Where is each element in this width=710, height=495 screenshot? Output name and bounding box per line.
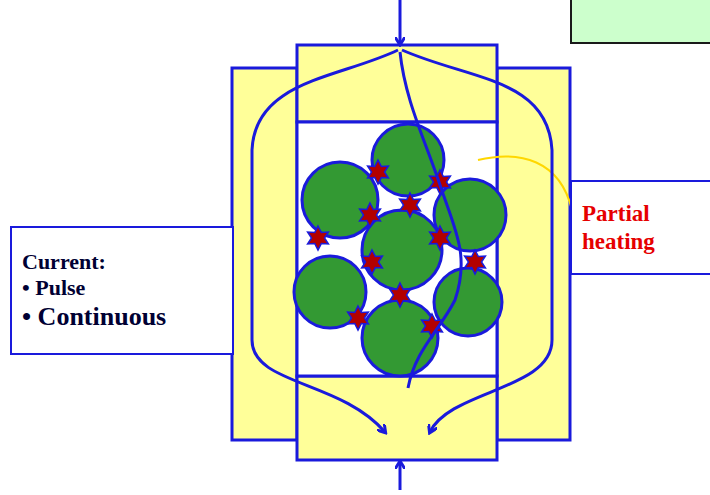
leader-line bbox=[478, 157, 572, 210]
list-text: • Pulse bbox=[22, 275, 222, 301]
current-box: Current:• Pulse• Continuous bbox=[10, 226, 234, 355]
hot-spot bbox=[308, 226, 329, 250]
hot-spot bbox=[362, 250, 383, 274]
hot-spot bbox=[430, 226, 451, 250]
hot-spot bbox=[465, 250, 486, 274]
upper-punch bbox=[297, 45, 497, 122]
hot-spot bbox=[400, 193, 421, 217]
die-wall bbox=[232, 68, 297, 440]
heating-box: Partial heating bbox=[570, 180, 710, 275]
list-text: Current: bbox=[22, 249, 222, 275]
hot-spot bbox=[360, 203, 381, 227]
corner-panel bbox=[571, 0, 710, 43]
current-paths bbox=[252, 0, 552, 490]
list-text: • Continuous bbox=[22, 301, 222, 332]
label-text: Partial heating bbox=[582, 200, 682, 255]
powder-particles bbox=[294, 124, 506, 376]
hot-spot bbox=[368, 160, 389, 184]
hot-spot bbox=[390, 283, 411, 307]
hot-spot bbox=[348, 306, 369, 330]
lower-punch bbox=[297, 376, 497, 460]
